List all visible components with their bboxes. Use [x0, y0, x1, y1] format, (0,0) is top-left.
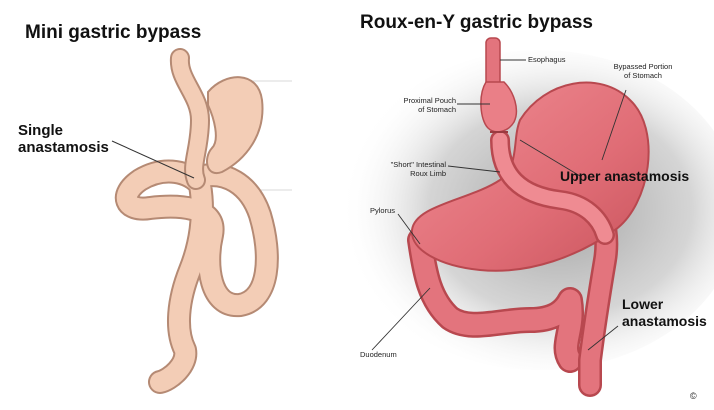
single-label: Single [18, 122, 63, 139]
roux-en-y-title: Roux-en-Y gastric bypass [360, 12, 593, 34]
bypassed-portion-label-2: of Stomach [598, 71, 688, 80]
duodenum-label: Duodenum [360, 350, 397, 359]
single-anastamosis-label: anastamosis [18, 139, 109, 156]
copyright-mark: © [690, 392, 697, 401]
proximal-pouch-label-1: Proximal Pouch [380, 96, 456, 105]
roux-en-y-illustration [340, 38, 714, 385]
lower-anastamosis-label: anastamosis [622, 313, 707, 330]
proximal-pouch-label-2: of Stomach [380, 105, 456, 114]
bypassed-portion-label-1: Bypassed Portion [598, 62, 688, 71]
upper-anastamosis-label: Upper anastamosis [560, 168, 689, 185]
short-roux-limb-label-1: "Short" Intestinal [360, 160, 446, 169]
pylorus-label: Pylorus [370, 206, 395, 215]
lower-label: Lower [622, 296, 663, 313]
mini-bypass-title: Mini gastric bypass [25, 22, 201, 44]
esophagus-label: Esophagus [528, 55, 566, 64]
mini-bypass-illustration [112, 58, 292, 382]
short-roux-limb-label-2: Roux Limb [360, 169, 446, 178]
